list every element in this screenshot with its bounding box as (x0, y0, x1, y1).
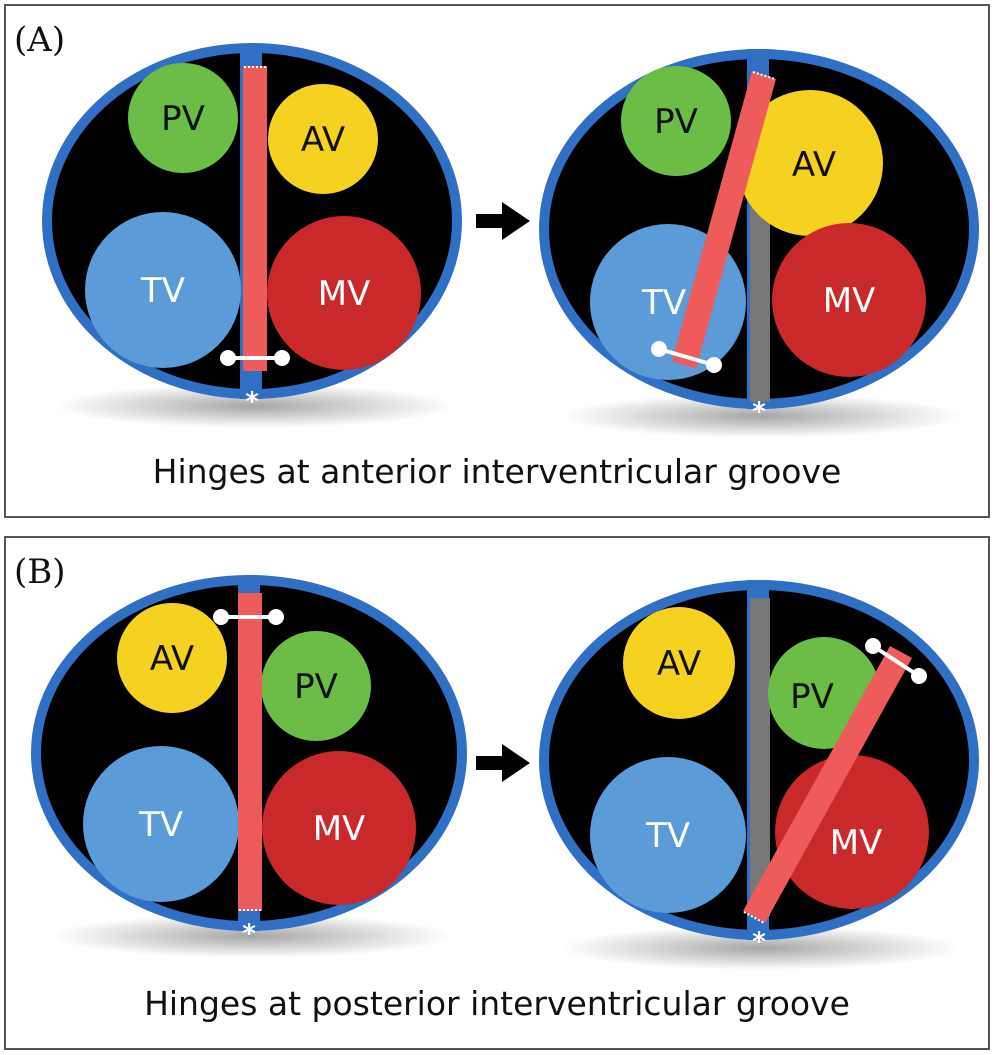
septum-ghost (750, 598, 770, 916)
valve-mv (772, 223, 926, 377)
valve-mv (262, 751, 416, 905)
valve-label-mv: MV (318, 274, 371, 314)
hinge-dumbbell (865, 638, 927, 684)
valve-label-tv: TV (138, 805, 183, 845)
valve-label-pv: PV (654, 102, 698, 142)
valve-av (737, 90, 883, 236)
valve-tv (83, 746, 239, 902)
hinge-dumbbell (220, 350, 290, 366)
hinge-dumbbell (213, 609, 284, 625)
diagram-b: AV PV TV MV * (31, 575, 979, 970)
hinge-dumbbell (651, 341, 722, 373)
valve-label-av: AV (792, 145, 836, 185)
diagram-a: PV AV TV MV * (42, 43, 979, 438)
valve-label-tv: TV (645, 816, 690, 856)
panel-a: (A) PV AV TV (4, 4, 990, 518)
valve-label-tv: TV (140, 271, 185, 311)
panel-b: (B) AV PV TV (4, 536, 990, 1050)
panel-label: (A) (14, 20, 66, 60)
valve-label-mv: MV (830, 823, 883, 863)
panel-caption: Hinges at anterior interventricular groo… (152, 452, 842, 491)
septum-bar-rotated (743, 646, 912, 923)
valve-tv (590, 757, 746, 913)
septum-bar-rotated (672, 71, 776, 369)
valve-label-pv: PV (161, 99, 205, 139)
transition-arrow (476, 202, 530, 240)
heart-after: PV AV TV MV * (539, 49, 979, 438)
valve-label-mv: MV (823, 281, 876, 321)
hinge-asterisk: * (752, 927, 766, 957)
panel-caption: Hinges at posterior interventricular gro… (144, 984, 850, 1023)
heart-before: AV PV TV MV * (31, 575, 467, 958)
valve-label-av: AV (301, 120, 345, 160)
panel-label: (B) (14, 552, 66, 592)
valve-av (117, 603, 227, 713)
valve-label-pv: PV (790, 677, 834, 717)
valve-av (623, 607, 735, 719)
heart-before: PV AV TV MV * (42, 43, 462, 428)
septum-bar (238, 593, 262, 911)
valve-pv (128, 63, 238, 173)
valve-label-av: AV (150, 639, 194, 679)
valve-pv (261, 631, 371, 741)
valve-pv (621, 66, 731, 176)
valve-label-mv: MV (313, 809, 366, 849)
valve-label-pv: PV (294, 667, 338, 707)
hinge-asterisk: * (242, 919, 256, 949)
heart-after: AV PV TV MV * (539, 580, 979, 970)
valve-tv (85, 212, 241, 368)
hinge-asterisk: * (752, 397, 766, 427)
valve-label-tv: TV (641, 283, 686, 323)
septum-bar (243, 66, 267, 371)
valve-av (268, 84, 378, 194)
valve-label-av: AV (657, 644, 701, 684)
hinge-asterisk: * (245, 387, 259, 417)
transition-arrow (476, 744, 530, 782)
valve-mv (267, 216, 421, 370)
